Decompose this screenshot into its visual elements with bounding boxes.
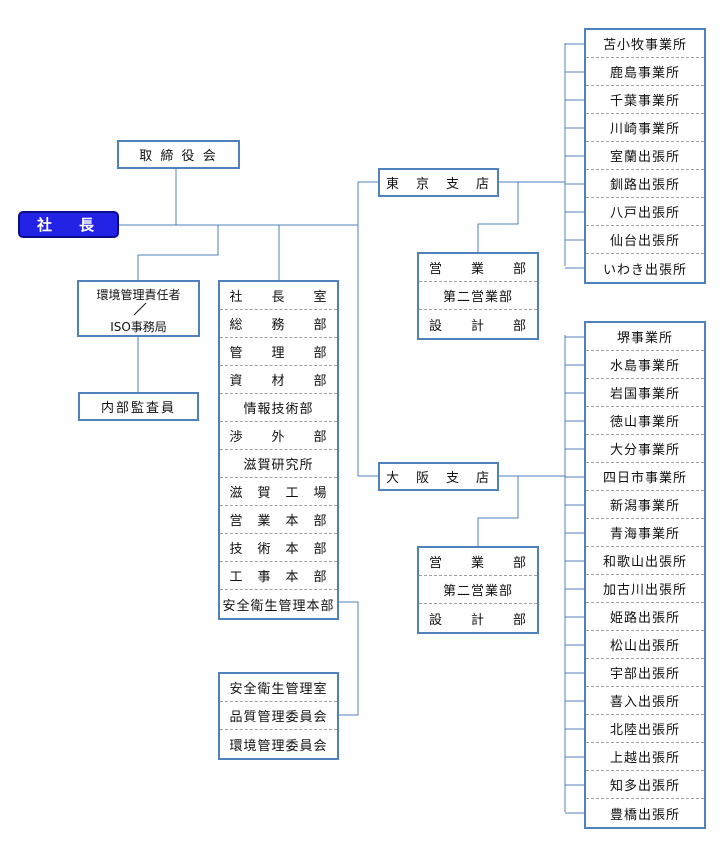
- tokyo-dept-list: 営 業 部第二営業部設 計 部: [417, 252, 539, 340]
- tokyo-office-item: 釧路出張所: [586, 170, 704, 198]
- committee-list: 安全衛生管理室品質管理委員会環境管理委員会: [218, 672, 339, 760]
- osaka-office-item: 岩国事業所: [586, 379, 704, 407]
- internal-audit-box: 内部監査員: [78, 392, 199, 421]
- osaka-office-item: 青海事業所: [586, 519, 704, 547]
- osaka-office-item: 和歌山出張所: [586, 547, 704, 575]
- board-box: 取 締 役 会: [117, 140, 240, 169]
- department-item: 総 務 部: [220, 310, 337, 338]
- department-item: 営 業 本 部: [220, 506, 337, 534]
- osaka-office-item: 豊橋出張所: [609, 807, 680, 823]
- tokyo-branch-box: 東 京 支 店: [378, 168, 499, 197]
- osaka-dept-item: 営 業 部: [419, 548, 537, 576]
- department-item: 滋 賀 工 場: [220, 478, 337, 506]
- osaka-office-item: 松山出張所: [586, 631, 704, 659]
- osaka-branch-box: 大 阪 支 店: [378, 462, 499, 491]
- osaka-dept-item: 設 計 部: [428, 612, 527, 628]
- department-list: 社 長 室総 務 部管 理 部資 材 部情報技術部渉 外 部滋賀研究所滋 賀 工…: [218, 280, 339, 620]
- osaka-dept-list: 営 業 部第二営業部設 計 部: [417, 546, 539, 634]
- department-item: 社 長 室: [220, 282, 337, 310]
- osaka-office-item: 知多出張所: [586, 771, 704, 799]
- osaka-office-item: 宇部出張所: [586, 659, 704, 687]
- osaka-office-item: 徳山事業所: [586, 407, 704, 435]
- osaka-office-item: 北陸出張所: [586, 715, 704, 743]
- department-item: 技 術 本 部: [220, 534, 337, 562]
- osaka-office-item: 大分事業所: [586, 435, 704, 463]
- iso-office-label: ISO事務局: [110, 320, 167, 334]
- tokyo-office-item: 室蘭出張所: [586, 142, 704, 170]
- osaka-office-item: 四日市事業所: [586, 463, 704, 491]
- tokyo-office-item: 川崎事業所: [586, 114, 704, 142]
- tokyo-office-list: 苫小牧事業所鹿島事業所千葉事業所川崎事業所室蘭出張所釧路出張所八戸出張所仙台出張…: [584, 28, 706, 284]
- osaka-office-item: 加古川出張所: [586, 575, 704, 603]
- department-item: 渉 外 部: [220, 422, 337, 450]
- department-item: 安全衛生管理本部: [222, 598, 335, 614]
- tokyo-office-item: いわき出張所: [602, 262, 687, 278]
- osaka-office-item: 姫路出張所: [586, 603, 704, 631]
- osaka-office-item: 新潟事業所: [586, 491, 704, 519]
- tokyo-office-item: 鹿島事業所: [586, 58, 704, 86]
- env-manager-label: 環境管理責任者: [96, 288, 181, 302]
- tokyo-office-item: 苫小牧事業所: [586, 30, 704, 58]
- tokyo-office-item: 八戸出張所: [586, 198, 704, 226]
- department-item: 資 材 部: [220, 366, 337, 394]
- osaka-office-item: 上越出張所: [586, 743, 704, 771]
- tokyo-office-item: 仙台出張所: [586, 226, 704, 254]
- committee-item: 環境管理委員会: [229, 738, 328, 754]
- department-item: 管 理 部: [220, 338, 337, 366]
- osaka-dept-item: 第二営業部: [419, 576, 537, 604]
- committee-item: 安全衛生管理室: [220, 674, 337, 702]
- department-item: 滋賀研究所: [220, 450, 337, 478]
- tokyo-dept-item: 設 計 部: [428, 318, 527, 334]
- slash-divider: [133, 302, 147, 316]
- tokyo-dept-item: 営 業 部: [419, 254, 537, 282]
- osaka-office-item: 水島事業所: [586, 351, 704, 379]
- osaka-office-item: 堺事業所: [586, 323, 704, 351]
- committee-item: 品質管理委員会: [220, 702, 337, 730]
- tokyo-dept-item: 第二営業部: [419, 282, 537, 310]
- tokyo-office-item: 千葉事業所: [586, 86, 704, 114]
- president-box: 社 長: [18, 211, 119, 238]
- department-item: 工 事 本 部: [220, 562, 337, 590]
- env-manager-box: 環境管理責任者 ISO事務局: [77, 280, 200, 337]
- department-item: 情報技術部: [220, 394, 337, 422]
- osaka-office-list: 堺事業所水島事業所岩国事業所徳山事業所大分事業所四日市事業所新潟事業所青海事業所…: [584, 321, 706, 829]
- osaka-office-item: 喜入出張所: [586, 687, 704, 715]
